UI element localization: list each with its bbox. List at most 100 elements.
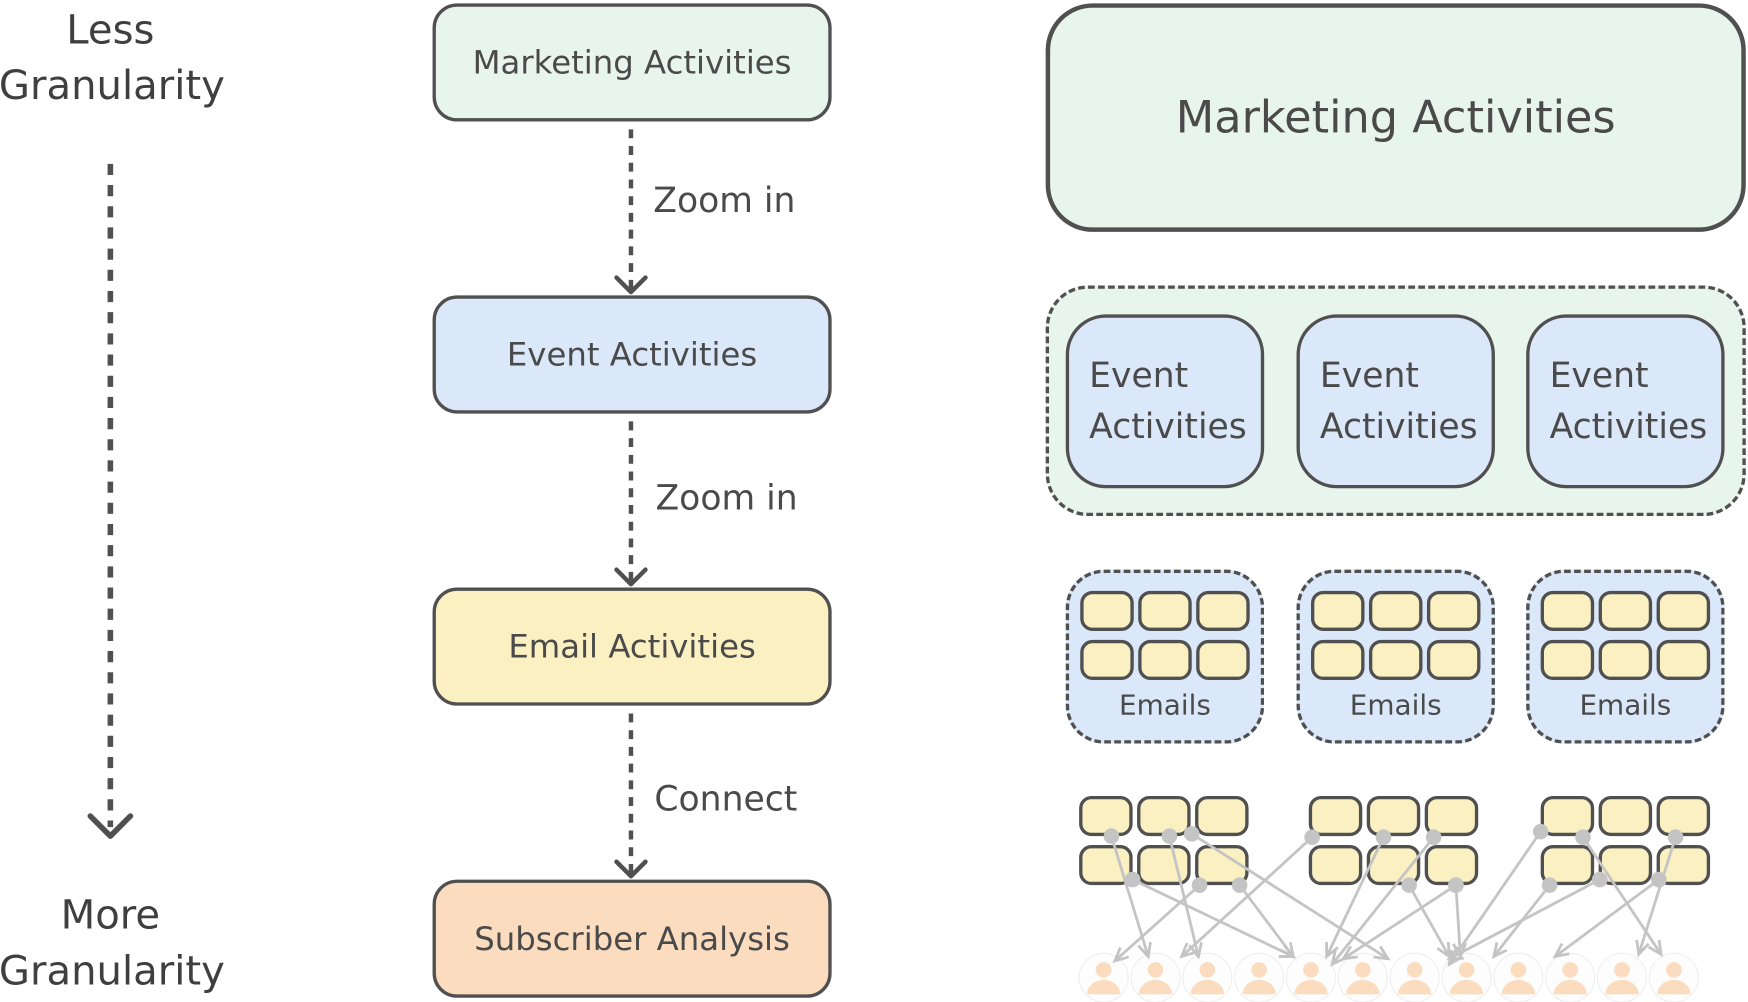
flow-step-marketing: Marketing Activities bbox=[432, 3, 832, 122]
email-cell bbox=[1540, 639, 1595, 681]
email-subscriber-link bbox=[1401, 877, 1451, 960]
marketing-activities-block: Marketing Activities bbox=[1045, 3, 1746, 232]
arrowhead-icon bbox=[1279, 942, 1296, 960]
email-cell bbox=[1080, 639, 1134, 681]
arrowhead-icon bbox=[1112, 947, 1130, 964]
arrow-down-icon bbox=[614, 859, 648, 879]
more-label-line2: Granularity bbox=[0, 948, 225, 995]
event-box-label-line1: Event bbox=[1089, 355, 1189, 396]
email-cell bbox=[1366, 795, 1421, 837]
email-cell bbox=[1540, 795, 1595, 837]
link-origin-dot bbox=[1231, 877, 1248, 893]
link-origin-dot bbox=[1591, 871, 1608, 888]
email-subscriber-link bbox=[1447, 823, 1549, 967]
email-subscriber-link bbox=[1446, 871, 1608, 961]
link-origin-dot bbox=[1124, 871, 1141, 888]
email-cell bbox=[1598, 639, 1653, 681]
arrow-down-icon bbox=[614, 275, 648, 295]
email-cell bbox=[1368, 639, 1423, 681]
less-granularity-label: Less Granularity bbox=[0, 3, 225, 114]
chevron-down-icon bbox=[87, 813, 134, 839]
flow-step-label: Marketing Activities bbox=[472, 43, 792, 82]
less-label-line1: Less bbox=[66, 7, 155, 54]
person-icon bbox=[1337, 952, 1388, 1002]
email-subscriber-link bbox=[1635, 829, 1684, 958]
less-label-line2: Granularity bbox=[0, 63, 225, 110]
flow-step-email: Email Activities bbox=[432, 587, 832, 706]
person-icon bbox=[1389, 952, 1440, 1002]
person-icon bbox=[1648, 952, 1699, 1002]
email-cell bbox=[1308, 845, 1363, 886]
person-icon bbox=[1545, 952, 1596, 1002]
email-cell bbox=[1080, 590, 1134, 631]
link-origin-dot bbox=[1103, 828, 1120, 844]
connector-label-zoom-in-1: Zoom in bbox=[653, 180, 796, 221]
person-icon bbox=[1078, 952, 1129, 1002]
arrowhead-icon bbox=[1179, 942, 1196, 959]
emails-group-label: Emails bbox=[1119, 688, 1211, 722]
email-subscriber-link bbox=[1340, 877, 1464, 961]
arrowhead-icon bbox=[1491, 942, 1508, 960]
emails-group-label: Emails bbox=[1349, 688, 1442, 722]
link-origin-dot bbox=[1651, 871, 1667, 888]
connector-label-zoom-in-2: Zoom in bbox=[655, 478, 798, 519]
email-subscriber-link bbox=[1103, 828, 1152, 960]
email-cell bbox=[1368, 590, 1423, 631]
email-subscriber-link bbox=[1330, 829, 1442, 967]
email-subscriber-link bbox=[1325, 829, 1392, 960]
email-cell bbox=[1195, 795, 1249, 837]
person-icon bbox=[1441, 952, 1492, 1002]
email-cell bbox=[1426, 639, 1481, 681]
flow-step-label: Email Activities bbox=[508, 627, 756, 666]
arrowhead-icon bbox=[1647, 939, 1663, 957]
link-origin-dot bbox=[1448, 877, 1464, 893]
person-icon bbox=[1234, 952, 1285, 1002]
marketing-activities-label: Marketing Activities bbox=[1175, 91, 1616, 144]
email-subscriber-link bbox=[1575, 829, 1663, 957]
email-cell bbox=[1311, 590, 1365, 631]
link-origin-dot bbox=[1191, 877, 1208, 893]
email-cell bbox=[1137, 845, 1191, 886]
person-icon bbox=[1130, 952, 1181, 1002]
arrowhead-icon bbox=[1552, 943, 1570, 959]
event-box-label-line2: Activities bbox=[1319, 406, 1478, 448]
flow-step-event: Event Activities bbox=[432, 295, 832, 414]
email-subscriber-link bbox=[1179, 829, 1320, 959]
event-box-label-line2: Activities bbox=[1089, 406, 1247, 448]
email-cell bbox=[1426, 590, 1481, 631]
arrowhead-icon bbox=[1340, 945, 1358, 961]
email-cell bbox=[1138, 590, 1192, 631]
email-cell bbox=[1656, 590, 1711, 631]
flow-step-subscriber: Subscriber Analysis bbox=[432, 879, 832, 998]
email-cell bbox=[1196, 590, 1250, 631]
email-cell bbox=[1656, 795, 1711, 837]
connector-label-connect: Connect bbox=[654, 779, 798, 820]
email-cell bbox=[1540, 590, 1595, 631]
person-icon bbox=[1285, 952, 1337, 1002]
email-subscriber-link bbox=[1491, 877, 1558, 960]
email-subscriber-link bbox=[1161, 828, 1203, 960]
link-origin-dot bbox=[1401, 877, 1417, 893]
flow-step-label: Event Activities bbox=[506, 335, 758, 374]
email-cell bbox=[1311, 639, 1365, 681]
flow-step-label: Subscriber Analysis bbox=[474, 919, 790, 958]
email-cell bbox=[1598, 590, 1653, 631]
arrowhead-icon bbox=[1373, 945, 1391, 961]
emails-group-label: Emails bbox=[1579, 688, 1672, 722]
link-origin-dot bbox=[1161, 828, 1178, 844]
arrowhead-icon bbox=[1635, 939, 1650, 958]
link-origin-dot bbox=[1667, 829, 1684, 846]
email-subscriber-link bbox=[1112, 877, 1208, 964]
person-icon bbox=[1493, 952, 1544, 1002]
more-label-line1: More bbox=[60, 892, 161, 939]
link-origin-dot bbox=[1541, 877, 1558, 893]
link-origin-dot bbox=[1183, 826, 1200, 842]
arrow-down-icon bbox=[614, 567, 648, 587]
event-box-label-line1: Event bbox=[1319, 355, 1419, 396]
